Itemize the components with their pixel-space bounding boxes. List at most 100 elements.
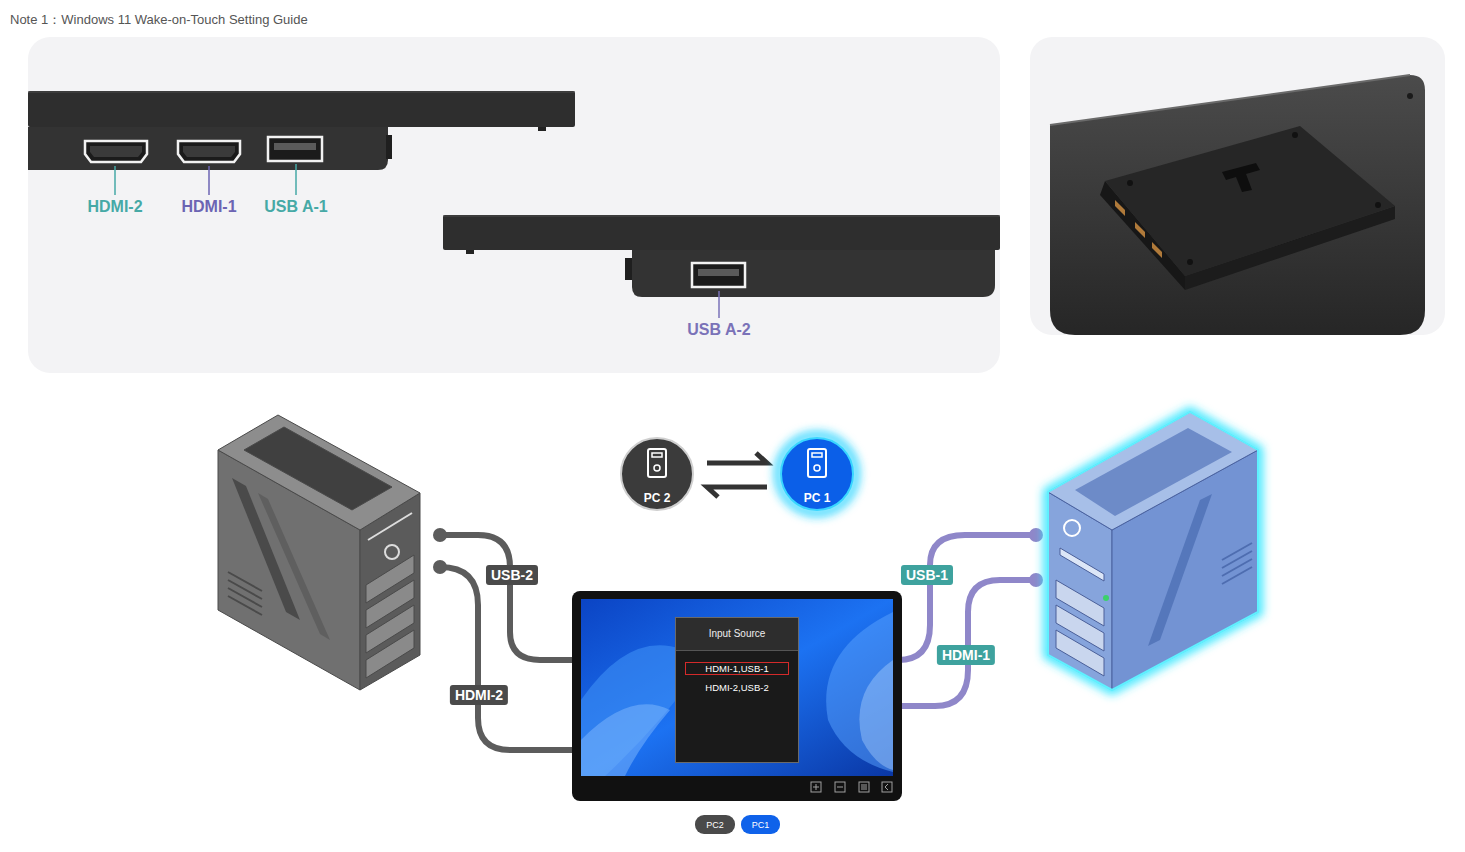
cable-end [433,560,447,574]
pc-circle: PC 2 [620,437,694,511]
art-rect [466,250,474,254]
leader-line [295,164,297,195]
circle-shape [621,438,693,510]
art-path [1050,75,1425,335]
port-label: HDMI-2 [87,198,142,216]
art-polygon [258,493,330,640]
art-path [581,704,670,776]
art-path [183,146,235,157]
art-g [811,782,892,792]
art-path [440,567,576,750]
cable-tag: USB-1 [901,565,953,585]
leader-line [718,291,720,318]
swap-arrow [707,453,767,497]
art-path [28,127,388,170]
pc-tower [1048,412,1258,690]
pc-icon [808,449,826,477]
art-path [826,612,893,772]
art-line [1050,75,1410,125]
art-path [813,784,819,790]
art-polygon [1056,630,1104,676]
menu-item: HDMI-1,USB-1 [685,662,789,675]
art-line [443,216,1000,217]
pc-icon [652,453,662,457]
art-rect [28,91,575,127]
menu-heading: Input Source [709,618,766,651]
art-rect [443,215,1000,250]
cable-end [433,528,447,542]
pc-tag-text: PC1 [752,819,770,831]
art-path [440,535,576,660]
art-polygon [366,630,414,678]
art-polygon [1048,412,1258,530]
art-circle [1407,93,1413,99]
art-path [861,785,867,789]
art-polygon [1048,412,1258,690]
art-circle [385,545,399,559]
art-line [28,92,575,93]
art-path [859,660,893,770]
monitor [572,591,902,801]
hub-photo [1050,75,1425,335]
art-path [368,513,412,540]
leader-line [114,166,116,195]
art-polygon [1048,412,1258,690]
arrow-stroke [707,487,767,497]
art-rect [811,782,821,792]
cable-tag: HDMI-1 [937,645,995,665]
arrow-stroke [707,453,767,463]
cable-tag: HDMI-2 [450,685,508,705]
art-rect [625,258,632,280]
art-polygon [244,427,392,510]
usb-port [268,137,322,161]
usb-port [692,263,745,287]
art-polygon [1152,242,1162,258]
circle-shape [781,438,853,510]
pc-tag: PC1 [741,815,780,834]
pc-icon-label: PC 1 [804,491,831,505]
art-circle [1292,132,1298,138]
cable-end [1029,573,1043,587]
pc-icon [814,465,820,471]
cable [898,535,1036,706]
art-path [228,572,262,615]
photo-panel [1030,37,1445,335]
cable-tag: USB-2 [486,565,538,585]
photo-panel [28,37,1000,373]
glow [778,435,856,513]
art-rect [274,143,316,150]
art-path [1222,543,1252,584]
art-circle [1375,202,1381,208]
art-path [90,146,142,157]
art-polygon [1135,222,1145,238]
art-polygon [1115,200,1125,216]
art-circle [1103,595,1109,601]
art-rect [882,782,892,792]
cable-end [1029,528,1043,542]
art-polygon [1148,494,1212,646]
art-path [898,580,1036,706]
art-rect [572,591,902,801]
art-rect [859,782,869,792]
art-circle [1187,259,1193,265]
art-rect [698,269,739,276]
art-rect [386,135,392,159]
page-title: Note 1：Windows 11 Wake-on-Touch Setting … [10,11,308,29]
pc-icon [654,465,660,471]
pc-circle: PC 1 [780,437,854,511]
port-label: USB A-1 [264,198,327,216]
art-polygon [1105,126,1395,276]
input-menu: Input SourceHDMI-1,USB-1HDMI-2,USB-2 [675,617,799,763]
art-rect [538,127,546,131]
pc-tag-text: PC2 [706,819,724,831]
art-polygon [1060,548,1104,581]
port-label: USB A-2 [687,321,750,339]
leader-line [208,166,210,195]
art-path [632,250,995,297]
pc-tag: PC2 [695,815,735,834]
art-circle [1064,520,1080,536]
pc-icon-label: PC 2 [644,491,671,505]
cable [440,535,576,750]
art-rect [835,782,845,792]
